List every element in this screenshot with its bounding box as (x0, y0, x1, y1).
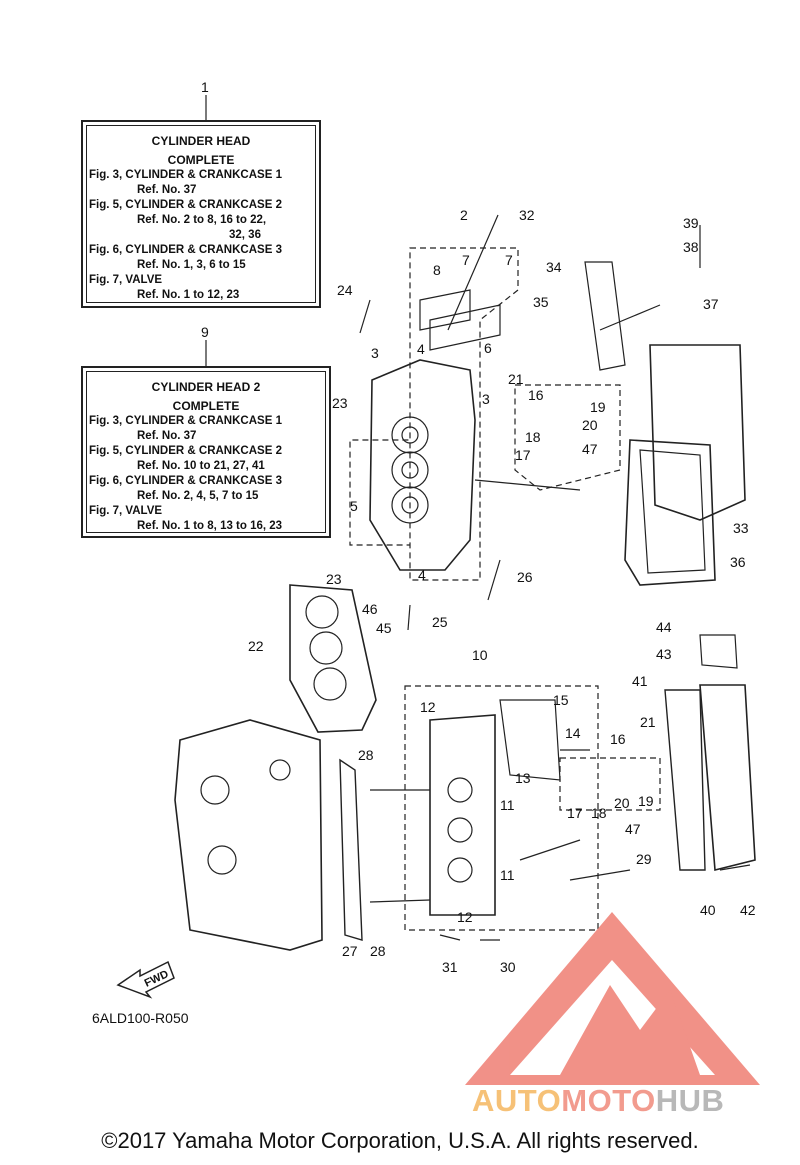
box9-row: Ref. No. 1 to 8, 13 to 16, 23 (137, 520, 283, 532)
callout-13: 13 (515, 770, 531, 786)
callout-17: 17 (515, 447, 531, 463)
box9-title1: CYLINDER HEAD 2 (151, 380, 261, 394)
callout-7: 7 (505, 252, 513, 268)
callout-20: 20 (582, 417, 598, 433)
callout-20: 20 (614, 795, 630, 811)
watermark-part-hub: HUB (655, 1083, 725, 1118)
box1-title1: CYLINDER HEAD (151, 134, 251, 148)
watermark-part-auto: AUTO (472, 1083, 562, 1118)
box9-row: Ref. No. 10 to 21, 27, 41 (137, 460, 265, 472)
callout-33: 33 (733, 520, 749, 536)
box1-row: Ref. No. 37 (137, 184, 197, 196)
box1-row: Ref. No. 1, 3, 6 to 15 (137, 259, 246, 271)
callout-6: 6 (484, 340, 492, 356)
box9-row: Fig. 3, CYLINDER & CRANKCASE 1 (89, 415, 282, 427)
callout-40: 40 (700, 902, 716, 918)
box9-title2: COMPLETE (172, 399, 240, 413)
box1-row: Ref. No. 2 to 8, 16 to 22, (137, 214, 267, 226)
callout-8: 8 (433, 262, 441, 278)
box1-row: Fig. 3, CYLINDER & CRANKCASE 1 (89, 169, 282, 181)
callout-4: 4 (417, 341, 425, 357)
callout-23: 23 (326, 571, 342, 587)
callout-11: 11 (500, 797, 515, 813)
callout-5: 5 (350, 498, 358, 514)
box1-row: Fig. 6, CYLINDER & CRANKCASE 3 (89, 244, 282, 256)
box1-row: 32, 36 (229, 229, 261, 241)
callout-28: 28 (358, 747, 374, 763)
callout-32: 32 (519, 207, 535, 223)
cylinder-head-complete-box: CYLINDER HEAD COMPLETE Fig. 3, CYLINDER … (81, 120, 321, 308)
callout-12: 12 (457, 909, 473, 925)
callout-1: 1 (201, 79, 209, 95)
callout-9: 9 (201, 324, 209, 340)
callout-47: 47 (625, 821, 641, 837)
callout-18: 18 (591, 805, 607, 821)
callout-44: 44 (656, 619, 672, 635)
copyright-footer: ©2017 Yamaha Motor Corporation, U.S.A. A… (101, 1128, 699, 1153)
box9-row: Fig. 7, VALVE (89, 505, 163, 517)
callout-26: 26 (517, 569, 533, 585)
callout-36: 36 (730, 554, 746, 570)
watermark-logo-icon (465, 912, 760, 1085)
callout-3: 3 (482, 391, 490, 407)
callout-14: 14 (565, 725, 581, 741)
callout-19: 19 (590, 399, 606, 415)
callout-23: 23 (332, 395, 348, 411)
callout-35: 35 (533, 294, 549, 310)
callout-29: 29 (636, 851, 652, 867)
callout-4: 4 (418, 567, 426, 583)
callout-39: 39 (683, 215, 699, 231)
callout-11: 11 (500, 867, 515, 883)
watermark-part-moto: MOTO (561, 1083, 656, 1118)
fwd-arrow-icon: FWD (116, 960, 175, 999)
box9-row: Fig. 6, CYLINDER & CRANKCASE 3 (89, 475, 282, 487)
callout-12: 12 (420, 699, 436, 715)
box1-row: Ref. No. 1 to 12, 23 (137, 289, 240, 301)
box9-row: Fig. 5, CYLINDER & CRANKCASE 2 (89, 445, 282, 457)
callout-43: 43 (656, 646, 672, 662)
callout-18: 18 (525, 429, 541, 445)
callout-30: 30 (500, 959, 516, 975)
callout-2: 2 (460, 207, 468, 223)
callout-46: 46 (362, 601, 378, 617)
callout-41: 41 (632, 673, 648, 689)
callout-22: 22 (248, 638, 264, 654)
callout-28: 28 (370, 943, 386, 959)
callout-15: 15 (553, 692, 569, 708)
callout-21: 21 (508, 371, 524, 387)
callout-10: 10 (472, 647, 488, 663)
callout-37: 37 (703, 296, 719, 312)
box9-row: Ref. No. 2, 4, 5, 7 to 15 (137, 490, 259, 502)
callout-27: 27 (342, 943, 358, 959)
callout-47: 47 (582, 441, 598, 457)
callout-45: 45 (376, 620, 392, 636)
callout-17: 17 (567, 805, 583, 821)
cylinder-head-2-complete-box: CYLINDER HEAD 2 COMPLETE Fig. 3, CYLINDE… (81, 366, 331, 538)
callout-25: 25 (432, 614, 448, 630)
callout-34: 34 (546, 259, 562, 275)
box9-row: Ref. No. 37 (137, 430, 197, 442)
box1-row: Fig. 5, CYLINDER & CRANKCASE 2 (89, 199, 282, 211)
callout-21: 21 (640, 714, 656, 730)
callout-16: 16 (610, 731, 626, 747)
callout-labels: 1 2 3 3 4 4 5 6 7 7 8 9 10 11 11 12 12 1… (201, 79, 756, 975)
callout-31: 31 (442, 959, 458, 975)
box1-title2: COMPLETE (167, 153, 235, 167)
watermark-text: AUTOMOTOHUB (472, 1083, 724, 1119)
callout-38: 38 (683, 239, 699, 255)
callout-42: 42 (740, 902, 756, 918)
callout-7: 7 (462, 252, 470, 268)
box1-row: Fig. 7, VALVE (89, 274, 163, 286)
callout-16: 16 (528, 387, 544, 403)
callout-3: 3 (371, 345, 379, 361)
callout-24: 24 (337, 282, 353, 298)
callout-19: 19 (638, 793, 654, 809)
diagram-reference-code: 6ALD100-R050 (92, 1010, 189, 1026)
